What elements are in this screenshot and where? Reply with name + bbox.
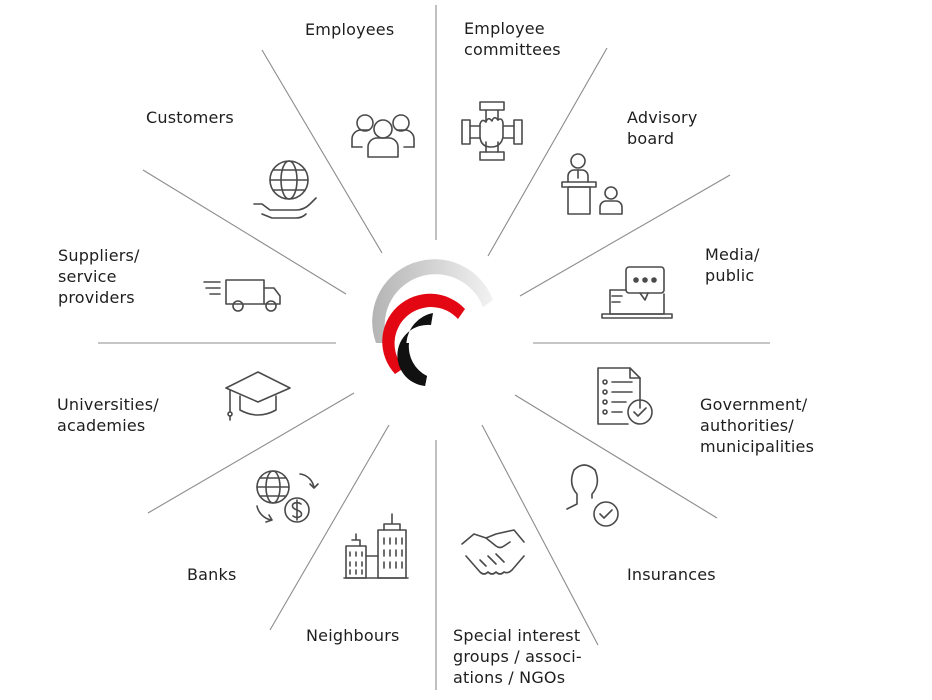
joined-hands-icon — [461, 101, 523, 161]
divider-line — [519, 174, 731, 297]
person-check-icon — [566, 464, 619, 527]
checklist-document-icon — [597, 367, 653, 425]
laptop-chat-icon — [601, 266, 673, 319]
divider-line — [261, 49, 383, 254]
label-special-interest: Special interest groups / associ- ations… — [453, 626, 582, 687]
divider-line — [142, 169, 347, 295]
speaker-podium-icon — [561, 153, 623, 215]
divider-line — [147, 392, 355, 514]
divider-line — [269, 424, 390, 631]
handshake-icon — [461, 529, 525, 575]
label-employee-committees: Employee committees — [464, 19, 561, 59]
city-buildings-icon — [343, 513, 409, 579]
label-advisory-board: Advisory board — [627, 108, 698, 148]
arc-red — [382, 293, 465, 374]
label-employees: Employees — [305, 20, 395, 39]
group-of-people-icon — [351, 114, 415, 158]
divider-line — [487, 47, 608, 257]
globe-dollar-icon — [256, 470, 319, 523]
label-neighbours: Neighbours — [306, 626, 400, 645]
label-insurances: Insurances — [627, 565, 716, 584]
center-arc-logo — [372, 259, 493, 386]
divider-line — [514, 394, 718, 519]
divider-line — [481, 424, 599, 646]
label-suppliers: Suppliers/ service providers — [58, 246, 140, 307]
delivery-truck-icon — [203, 279, 281, 312]
arc-gray — [372, 259, 493, 343]
label-customers: Customers — [146, 108, 234, 127]
label-banks: Banks — [187, 565, 237, 584]
arc-black-lower — [399, 343, 427, 386]
label-media-public: Media/ public — [705, 245, 760, 285]
label-government: Government/ authorities/ municipalities — [700, 395, 815, 456]
graduation-cap-icon — [225, 371, 291, 421]
globe-in-hand-icon — [253, 160, 317, 219]
label-universities: Universities/ academies — [57, 395, 159, 435]
divider-lines — [98, 5, 770, 690]
